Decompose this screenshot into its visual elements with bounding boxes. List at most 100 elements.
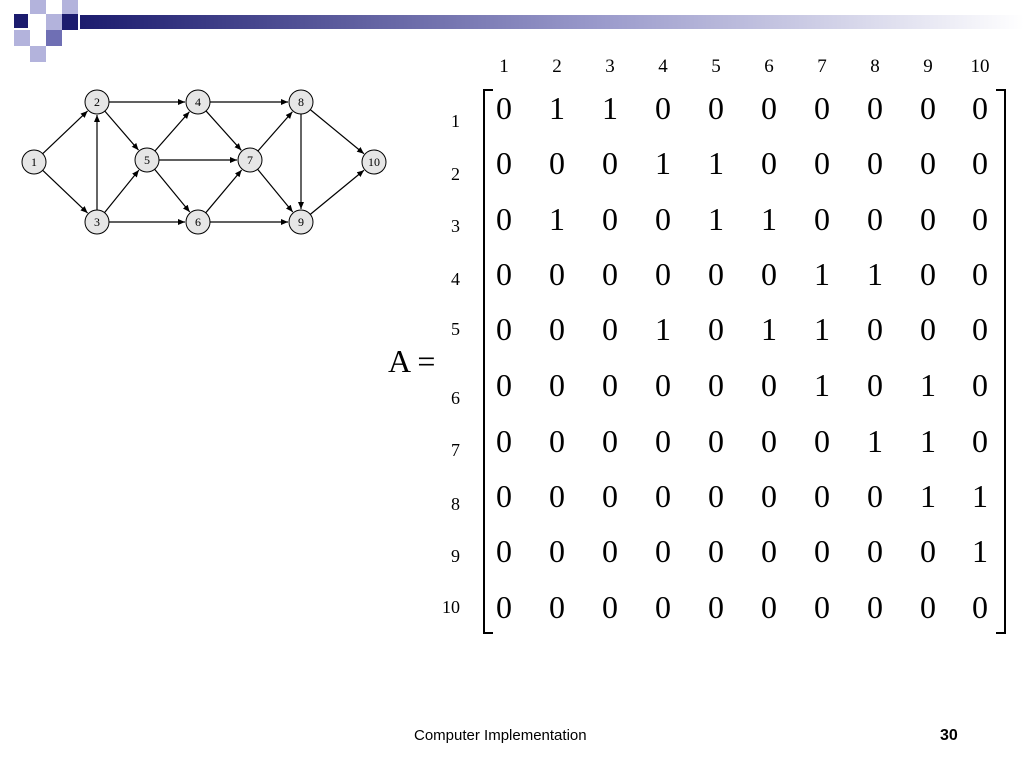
matrix-column-header: 5 — [711, 56, 721, 77]
matrix-cell: 0 — [708, 367, 724, 403]
matrix-cell: 0 — [867, 533, 883, 569]
graph-node-label: 3 — [94, 215, 100, 229]
right-bracket — [996, 89, 1006, 634]
page-number: 30 — [940, 727, 958, 744]
matrix-cell: 0 — [972, 311, 988, 347]
matrix-row-header: 2 — [451, 164, 460, 184]
graph-node-label: 7 — [247, 153, 253, 167]
matrix-cell: 0 — [920, 311, 936, 347]
matrix-cell: 0 — [814, 145, 830, 181]
matrix-cell: 0 — [549, 256, 565, 292]
graph-node-7: 7 — [237, 147, 263, 173]
graph-edges — [42, 99, 365, 225]
matrix-cell: 0 — [867, 145, 883, 181]
matrix-cell: 0 — [814, 533, 830, 569]
matrix-cell: 0 — [761, 589, 777, 625]
matrix-row-header: 8 — [451, 494, 460, 514]
matrix-cell: 0 — [814, 90, 830, 126]
matrix-cell: 0 — [602, 367, 618, 403]
deco-square — [46, 30, 62, 46]
matrix-cell: 1 — [920, 423, 936, 459]
matrix-cell: 0 — [814, 478, 830, 514]
matrix-cell: 0 — [867, 201, 883, 237]
matrix-cell: 0 — [496, 256, 512, 292]
matrix-cell: 0 — [708, 311, 724, 347]
matrix-cell: 1 — [549, 201, 565, 237]
graph-node-8: 8 — [288, 89, 314, 115]
matrix-cell: 0 — [496, 90, 512, 126]
matrix-cell: 1 — [655, 145, 671, 181]
matrix-column-header: 7 — [817, 56, 827, 77]
deco-square — [30, 0, 46, 14]
graph-node-1: 1 — [21, 149, 47, 175]
matrix-cell: 0 — [602, 201, 618, 237]
graph-node-label: 1 — [31, 155, 37, 169]
matrix-cell: 1 — [867, 256, 883, 292]
graph-edge-4-7 — [205, 110, 242, 151]
matrix-cell: 0 — [602, 589, 618, 625]
graph-edge-7-8 — [257, 111, 293, 152]
matrix-column-header: 3 — [605, 56, 615, 77]
matrix-cell: 0 — [920, 201, 936, 237]
matrix-cell: 0 — [655, 423, 671, 459]
matrix-cell: 0 — [602, 478, 618, 514]
matrix-row-header: 6 — [451, 388, 460, 408]
matrix-cell: 0 — [867, 589, 883, 625]
matrix-cell: 0 — [549, 533, 565, 569]
matrix-cell: 0 — [920, 589, 936, 625]
matrix-cell: 0 — [814, 589, 830, 625]
graph-edge-3-5 — [104, 169, 140, 214]
matrix-cell: 1 — [972, 478, 988, 514]
graph-node-6: 6 — [185, 209, 211, 235]
matrix-cell: 1 — [814, 311, 830, 347]
matrix-cell: 0 — [708, 256, 724, 292]
matrix-cell: 0 — [761, 478, 777, 514]
matrix-cell: 0 — [655, 201, 671, 237]
deco-square — [14, 30, 30, 46]
matrix-cell: 0 — [496, 533, 512, 569]
matrix-cell: 0 — [708, 589, 724, 625]
matrix-cell: 1 — [920, 478, 936, 514]
graph-edge-9-10 — [309, 169, 365, 215]
graph-node-9: 9 — [288, 209, 314, 235]
matrix-cell: 0 — [602, 423, 618, 459]
matrix-cell: 0 — [655, 478, 671, 514]
matrix-cell: 0 — [549, 367, 565, 403]
matrix-cell: 0 — [496, 423, 512, 459]
matrix-cell: 1 — [814, 256, 830, 292]
matrix-cell: 0 — [708, 423, 724, 459]
matrix-cell: 0 — [920, 90, 936, 126]
graph-edge-1-2 — [42, 110, 88, 155]
graph-node-label: 8 — [298, 95, 304, 109]
graph-node-label: 9 — [298, 215, 304, 229]
matrix-cell: 0 — [655, 90, 671, 126]
matrix-cell: 1 — [655, 311, 671, 347]
slide-corner-decoration — [14, 0, 1024, 62]
left-bracket — [483, 89, 493, 634]
graph-node-label: 5 — [144, 153, 150, 167]
matrix-cell: 0 — [602, 256, 618, 292]
matrix-cell: 0 — [549, 145, 565, 181]
matrix-cell: 0 — [708, 90, 724, 126]
matrix-column-header: 8 — [870, 56, 880, 77]
matrix-cell: 0 — [867, 367, 883, 403]
matrix-cell: 0 — [496, 145, 512, 181]
matrix-column-header: 1 — [499, 56, 509, 77]
deco-square — [46, 14, 62, 30]
graph-node-10: 10 — [361, 149, 387, 175]
matrix-cell: 0 — [549, 311, 565, 347]
matrix-cell: 0 — [972, 145, 988, 181]
matrix-cell: 0 — [867, 478, 883, 514]
matrix-cell: 1 — [549, 90, 565, 126]
matrix-cell: 0 — [972, 90, 988, 126]
matrix-cell: 0 — [761, 90, 777, 126]
matrix-cell: 0 — [920, 256, 936, 292]
graph-node-3: 3 — [84, 209, 110, 235]
graph-edge-1-3 — [42, 169, 88, 214]
deco-square — [30, 46, 46, 62]
graph-node-label: 4 — [195, 95, 201, 109]
matrix-cell: 0 — [602, 311, 618, 347]
deco-square — [14, 14, 28, 28]
matrix-cell: 0 — [972, 589, 988, 625]
